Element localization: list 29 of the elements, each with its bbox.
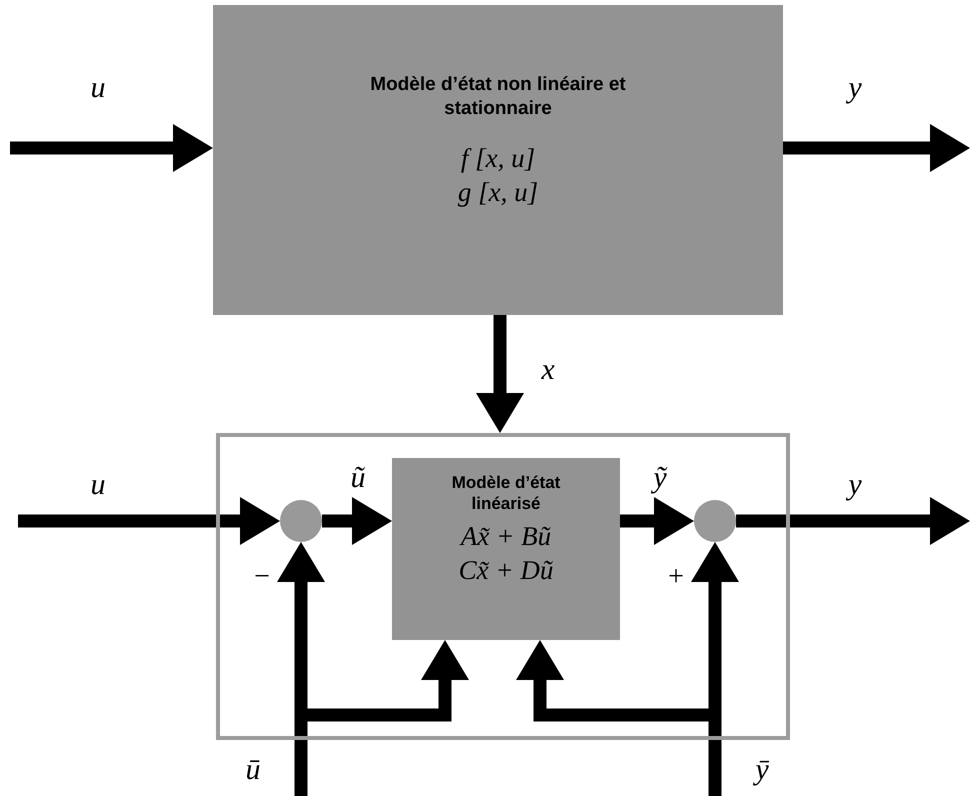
equation: Ax̃ + Bũ	[460, 520, 552, 552]
block-title: Modèle d’état linéarisé	[450, 472, 562, 514]
edge-label: ū	[246, 755, 260, 785]
edge-label: u	[90, 470, 106, 500]
edge-label: ȳ	[755, 755, 769, 785]
summing-junction	[694, 500, 736, 542]
arrow	[18, 497, 280, 545]
sign-label: −	[254, 563, 270, 591]
edge-label: y	[848, 73, 862, 103]
arrow	[10, 124, 213, 172]
linearized-model-block	[392, 458, 620, 640]
arrow	[476, 315, 524, 433]
edge-label: ũ	[350, 463, 366, 493]
block-title: Modèle d’état non linéaire et stationnaire	[369, 73, 627, 120]
edge-label: u	[90, 73, 106, 103]
edge-label: ỹ	[653, 463, 667, 493]
equation: f [x, u]	[460, 142, 536, 174]
sign-label: +	[668, 563, 684, 591]
system-block	[213, 5, 783, 315]
equation: Cx̃ + Dũ	[458, 554, 554, 586]
arrow	[736, 497, 970, 545]
arrow	[783, 124, 970, 172]
arrow	[322, 497, 392, 545]
equation: g [x, u]	[458, 176, 538, 208]
edge-label: y	[848, 470, 862, 500]
summing-junction	[280, 500, 322, 542]
subsystem-frame	[216, 433, 790, 740]
arrow	[620, 497, 694, 545]
edge-label: x	[541, 355, 555, 385]
